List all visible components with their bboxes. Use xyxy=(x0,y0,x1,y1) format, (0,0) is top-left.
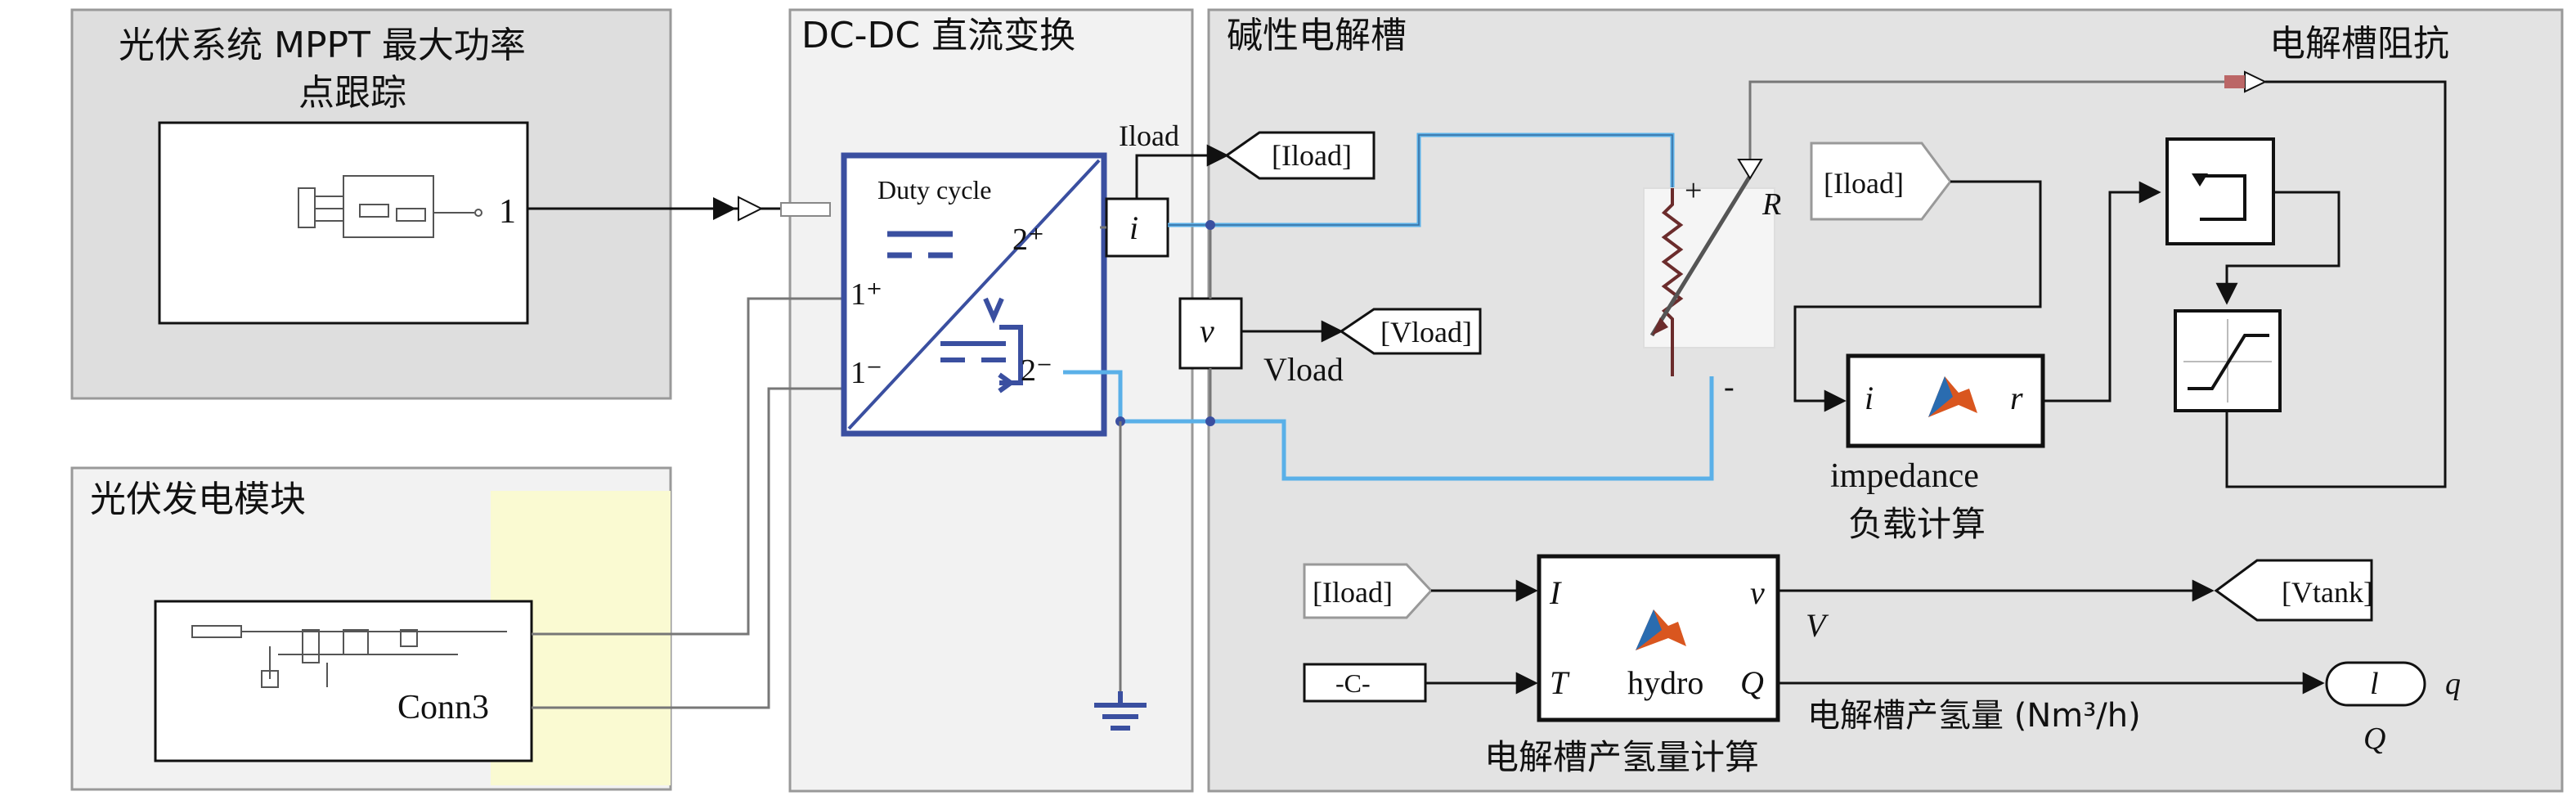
duty-cycle-label: Duty cycle xyxy=(877,175,992,205)
mppt-subsystem-icon xyxy=(298,175,482,238)
switch-capacitor-icon xyxy=(940,297,1023,394)
pv-group-title: 光伏发电模块 xyxy=(90,479,306,520)
dcdc-converter-block[interactable]: Duty cycle 1⁺ 1⁻ 2⁺ 2⁻ xyxy=(841,152,1107,437)
dcdc-group-title: DC-DC 直流变换 xyxy=(801,15,1075,56)
saturation-block[interactable] xyxy=(2174,309,2282,412)
impedance-block[interactable]: i r xyxy=(1846,353,2045,448)
iload-signal-label: Iload xyxy=(1119,119,1179,152)
vload-goto-label: [Vload] xyxy=(1380,316,1472,349)
r-signal-line[interactable] xyxy=(1748,80,2224,160)
impedance-name-label: impedance xyxy=(1830,457,1979,495)
iload-from-tag-hydro[interactable]: [Iload] xyxy=(1303,563,1434,619)
iload-from-tag-impedance[interactable]: [Iload] xyxy=(1810,142,1952,221)
junction-neg xyxy=(1205,416,1215,426)
ground-symbol[interactable] xyxy=(1094,421,1147,731)
hydro-out-v-label: v xyxy=(1750,574,1765,611)
mppt-output-port-label: 1 xyxy=(499,193,516,231)
pv-negative-wire[interactable] xyxy=(532,387,846,709)
impedance-in-label: i xyxy=(1865,380,1874,416)
feedback-port-stub xyxy=(2224,75,2245,88)
impedance-feedback-line[interactable] xyxy=(2265,80,2447,360)
resistor-minus-label: - xyxy=(1724,370,1735,404)
hydro-desc-label: 电解槽产氢量计算 xyxy=(1484,737,1759,777)
vtank-goto-tag[interactable]: [Vtank] xyxy=(2214,559,2373,622)
iload-goto-tag[interactable]: [Iload] xyxy=(1224,131,1376,180)
impedance-out-line[interactable] xyxy=(2043,181,2161,402)
delay-to-saturation-line[interactable] xyxy=(2215,191,2340,305)
hydro-name-label: hydro xyxy=(1627,664,1703,701)
vtank-goto-label: [Vtank] xyxy=(2282,576,2373,609)
iload-from-label-2: [Iload] xyxy=(1313,576,1393,609)
pv-subsystem-block[interactable]: Conn3 xyxy=(154,600,533,762)
resistor-plus-label: + xyxy=(1685,173,1702,208)
saturation-out-line[interactable] xyxy=(2225,360,2447,488)
q-signal-label: q xyxy=(2445,667,2461,701)
negative-bus-wire[interactable] xyxy=(1063,370,1714,481)
hydro-block[interactable]: I T v Q hydro xyxy=(1537,554,1780,722)
resistor-R-label: R xyxy=(1761,187,1781,222)
mppt-arrow-2 xyxy=(738,196,764,222)
voltage-sensor-block[interactable]: v xyxy=(1178,297,1243,370)
port-1minus-label: 1⁻ xyxy=(850,356,882,390)
matlab-logo-icon xyxy=(1928,376,1977,417)
hydrogen-output-label: 电解槽产氢量 (Nm³/h) xyxy=(1807,697,2141,735)
electrolyzer-group-title: 碱性电解槽 xyxy=(1227,15,1407,56)
port-2minus-label: 2⁻ xyxy=(1021,353,1052,388)
iload-from-label-1: [Iload] xyxy=(1824,167,1904,200)
mppt-group-title-line2: 点跟踪 xyxy=(298,72,406,114)
hydrogen-outport[interactable]: l xyxy=(2325,661,2426,707)
constant-label: -C- xyxy=(1335,668,1371,698)
matlab-logo-icon-hydro xyxy=(1636,609,1686,650)
mppt-subsystem-block[interactable]: 1 xyxy=(158,121,529,325)
vload-signal-label: Vload xyxy=(1263,351,1344,388)
port-1plus-label: 1⁺ xyxy=(850,277,882,312)
impedance-out-label: r xyxy=(2010,380,2023,416)
hydro-out-Q-label: Q xyxy=(1740,664,1764,701)
impedance-area-title: 电解槽阻抗 xyxy=(2269,23,2449,65)
delay-block[interactable] xyxy=(2165,137,2275,245)
current-sensor-label: i xyxy=(1129,209,1138,246)
Q-signal-label: Q xyxy=(2363,722,2385,756)
V-signal-label: V xyxy=(1806,607,1829,644)
voltage-sensor-label: v xyxy=(1200,313,1214,349)
mppt-group-title: 光伏系统 MPPT 最大功率 xyxy=(119,25,526,66)
hydro-in-I-label: I xyxy=(1549,574,1562,611)
variable-resistor-block[interactable]: + - R xyxy=(1643,173,1781,404)
hydro-in-T-label: T xyxy=(1550,664,1570,701)
iload-signal-line[interactable] xyxy=(1135,144,1229,199)
vload-goto-tag[interactable]: [Vload] xyxy=(1339,308,1482,355)
junction-pos xyxy=(1205,220,1215,230)
impedance-desc-label: 负载计算 xyxy=(1848,504,1986,544)
pv-subsystem-icon xyxy=(191,625,507,688)
r-input-arrow xyxy=(1737,159,1763,180)
mppt-arrow-1 xyxy=(713,197,736,220)
positive-bus-wire-overlay xyxy=(1168,134,1673,226)
dc-capacitor-icon xyxy=(887,231,953,259)
mppt-inport-stub xyxy=(780,202,831,217)
current-sensor-block[interactable]: i xyxy=(1105,197,1169,258)
pv-port-label: Conn3 xyxy=(397,689,489,726)
outport-label: l xyxy=(2370,667,2379,701)
iload-goto-label: [Iload] xyxy=(1272,139,1352,172)
pv-positive-wire[interactable] xyxy=(532,297,846,636)
port-2plus-label: 2⁺ xyxy=(1012,223,1044,257)
constant-block[interactable]: -C- xyxy=(1303,663,1427,703)
iload-to-impedance-line[interactable] xyxy=(1793,180,2042,412)
